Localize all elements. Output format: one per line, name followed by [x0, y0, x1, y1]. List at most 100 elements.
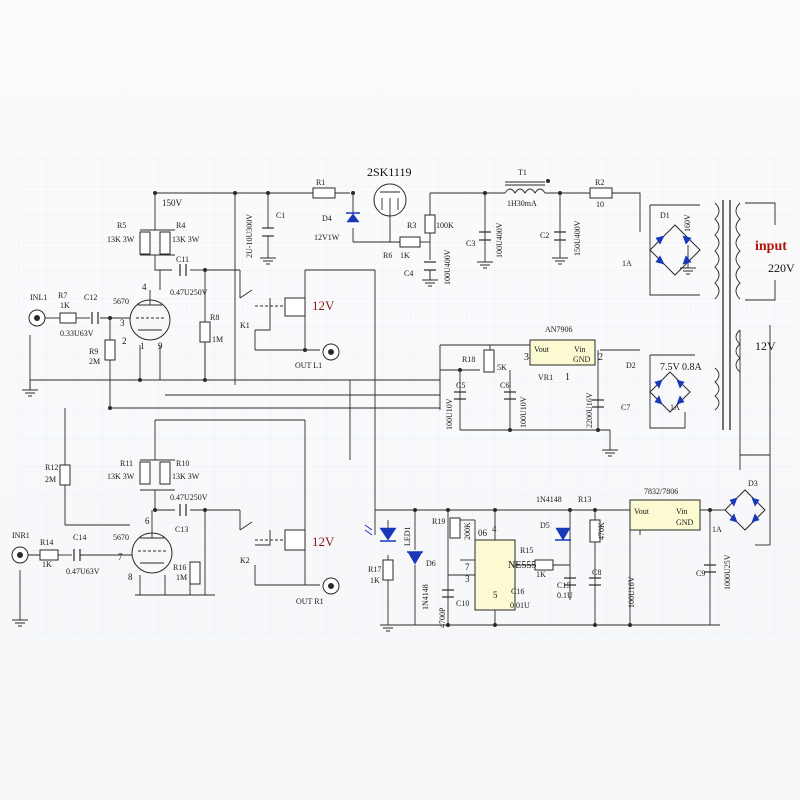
- label-c5-value: 100U10V: [445, 398, 454, 430]
- label-r19-value: 200K: [463, 522, 472, 540]
- resistor-r4: [159, 231, 171, 255]
- label-r8: R8: [210, 313, 219, 322]
- label-tube-upper: 5670: [113, 297, 129, 306]
- label-c2-value: 150U400V: [573, 220, 582, 256]
- label-ne555-pin7: 7: [465, 562, 470, 572]
- label-r11: R11: [120, 459, 133, 468]
- label-r18-value: 5K: [497, 363, 507, 372]
- label-d1: D1: [660, 211, 670, 220]
- label-c16: C16: [511, 587, 524, 596]
- label-c11: C11: [176, 255, 189, 264]
- ground-symbols: [12, 257, 696, 632]
- junction-dots: [108, 191, 712, 627]
- label-c12-value: 0.33U63V: [60, 329, 94, 338]
- regulator-an7906: [529, 339, 596, 366]
- label-relay1-voltage: 12V: [312, 298, 335, 313]
- label-r19: R19: [432, 517, 445, 526]
- label-c16-value: 0.01U: [510, 601, 530, 610]
- regulator-7832: [629, 499, 701, 531]
- label-pin1: 1: [140, 341, 145, 351]
- label-d1-current: 1A: [622, 259, 632, 268]
- label-2sk1119: 2SK1119: [367, 165, 411, 179]
- label-c5: C5: [456, 381, 465, 390]
- label-d6: D6: [426, 559, 436, 568]
- label-vin1: Vin: [574, 345, 586, 354]
- ic-boxes: [474, 339, 701, 611]
- choke-t1: [504, 179, 550, 194]
- label-c3: C3: [466, 239, 475, 248]
- label-outl1: OUT L1: [295, 361, 322, 370]
- label-vin2: Vin: [676, 507, 688, 516]
- label-r7-value: 1K: [60, 301, 70, 310]
- label-r13: R13: [578, 495, 591, 504]
- label-r6-value: 1K: [400, 251, 410, 260]
- label-pin7: 7: [118, 552, 123, 562]
- label-r12: R12: [45, 463, 58, 472]
- label-r2-value: 10: [596, 200, 604, 209]
- label-c13-value: 0.47U250V: [170, 493, 208, 502]
- label-outr1: OUT R1: [296, 597, 324, 606]
- resistor-r13: [589, 519, 601, 543]
- label-an7906: AN7906: [545, 325, 573, 334]
- label-r15: R15: [520, 546, 533, 555]
- label-r9: R9: [89, 347, 98, 356]
- label-d6-value: 1N4148: [421, 584, 430, 610]
- label-pin3: 3: [120, 318, 125, 328]
- label-vr1: VR1: [538, 373, 553, 382]
- label-r6: R6: [383, 251, 392, 260]
- label-c6-value: 100U10V: [519, 396, 528, 428]
- label-r16: R16: [173, 563, 186, 572]
- label-r4-value: 13K 3W: [172, 235, 200, 244]
- label-c14-value: 0.47U63V: [66, 567, 100, 576]
- bridge-d2: [649, 371, 691, 413]
- label-relay2-voltage: 12V: [312, 534, 335, 549]
- connectors: [11, 309, 340, 595]
- label-r9-value: 2M: [89, 357, 100, 366]
- label-c10-value: 4700P: [438, 607, 447, 628]
- label-c13: C13: [175, 525, 188, 534]
- label-vr1-pin3: 3: [524, 352, 529, 363]
- label-c8: C8: [592, 568, 601, 577]
- label-r13-value: 470K: [597, 522, 606, 540]
- label-ne555-pin6: 06: [478, 528, 488, 538]
- label-ne555: NE555: [508, 560, 536, 571]
- resistor-r7: [59, 312, 77, 324]
- label-reg2: 7832/7806: [644, 487, 678, 496]
- relays: [239, 289, 306, 551]
- label-d2-current: 1A: [670, 403, 680, 412]
- ic-ne555: [474, 539, 516, 611]
- resistor-r2: [589, 187, 613, 199]
- label-t1-value: 1H30mA: [507, 199, 537, 208]
- label-r14: R14: [40, 538, 53, 547]
- label-c10: C10: [456, 599, 469, 608]
- label-gnd2: GND: [676, 518, 694, 527]
- label-r5-value: 13K 3W: [107, 235, 135, 244]
- resistor-r16: [189, 561, 201, 585]
- resistors: [39, 187, 613, 585]
- label-r14-value: 1K: [42, 560, 52, 569]
- label-r16-value: 1M: [176, 573, 187, 582]
- label-r8-value: 1M: [212, 335, 223, 344]
- resistor-r15: [534, 559, 554, 571]
- label-tube-lower: 5670: [113, 533, 129, 542]
- label-r10: R10: [176, 459, 189, 468]
- label-d4-value: 12V1W: [314, 233, 340, 242]
- label-r12-value: 2M: [45, 475, 56, 484]
- label-r3: R3: [407, 221, 416, 230]
- label-r10-value: 13K 3W: [172, 472, 200, 481]
- label-c6: C6: [500, 381, 509, 390]
- label-c7: C7: [621, 403, 630, 412]
- label-12v-secondary: 12V: [755, 339, 776, 353]
- resistor-r5: [139, 231, 151, 255]
- vacuum-tube-upper: [129, 290, 171, 341]
- label-d5-value: 1N4148: [536, 495, 562, 504]
- label-220v: 220V: [768, 261, 795, 275]
- label-pin8: 8: [128, 572, 133, 582]
- label-r3-value: 100K: [436, 221, 454, 230]
- label-pin2: 2: [122, 336, 127, 346]
- label-c4: C4: [404, 269, 413, 278]
- label-vout1: Vout: [534, 345, 550, 354]
- label-c7-value: 2200U16V: [585, 392, 594, 428]
- label-ne555-pin3: 3: [465, 574, 470, 584]
